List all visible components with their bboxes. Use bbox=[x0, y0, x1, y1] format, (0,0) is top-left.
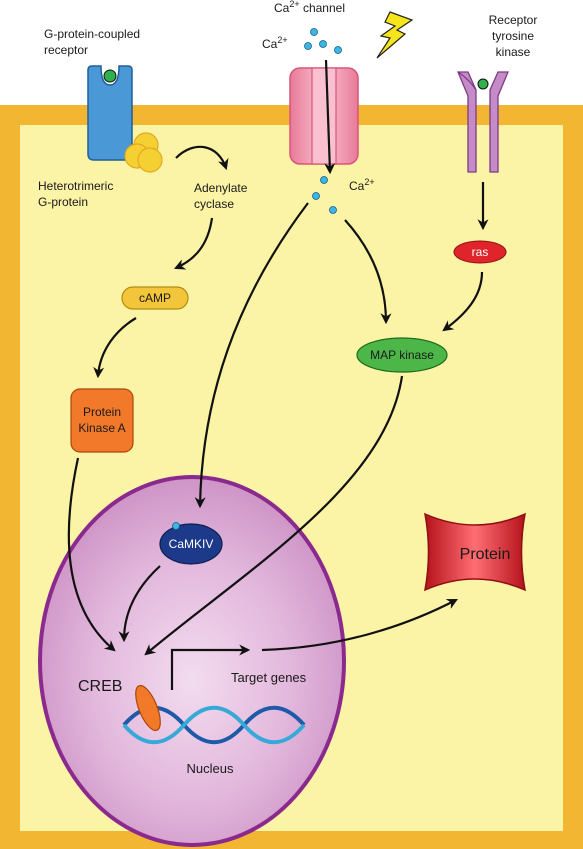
arrow-genes-to-protein bbox=[261, 598, 458, 652]
ras-node: ras bbox=[453, 240, 507, 264]
receptor-tyrosine-kinase bbox=[457, 71, 509, 173]
arrow-transcription-start bbox=[170, 644, 251, 690]
g-protein-label-line1: Heterotrimeric bbox=[38, 179, 113, 193]
arrow-pka-to-creb bbox=[67, 457, 116, 652]
arrow-camp-to-pka bbox=[93, 317, 137, 379]
arrow-ras-to-map-kinase bbox=[442, 271, 484, 332]
arrow-map-kinase-to-creb bbox=[144, 375, 404, 656]
pka-label-line2: Kinase A bbox=[78, 421, 125, 435]
nucleus bbox=[38, 475, 346, 847]
map-kinase-node: MAP kinase bbox=[356, 337, 448, 373]
protein-label: Protein bbox=[460, 546, 511, 563]
ca-ions-inside bbox=[312, 176, 337, 214]
gpcr-label-line2: receptor bbox=[44, 43, 88, 57]
ca-channel bbox=[289, 67, 359, 165]
arrow-camkiv-to-creb bbox=[118, 565, 161, 643]
gpcr-receptor bbox=[87, 65, 133, 161]
creb-label: CREB bbox=[78, 678, 122, 695]
heterotrimeric-g-protein bbox=[124, 132, 163, 173]
ras-label: ras bbox=[472, 245, 489, 259]
target-genes-label: Target genes bbox=[231, 670, 307, 685]
rtk-label-line3: kinase bbox=[496, 45, 531, 59]
ligand-dot bbox=[103, 69, 117, 83]
lightning-icon bbox=[376, 11, 414, 59]
rtk-label-line2: tyrosine bbox=[492, 29, 534, 43]
nucleus-label: Nucleus bbox=[187, 761, 234, 776]
map-kinase-label: MAP kinase bbox=[370, 348, 434, 362]
ca-inside-label: Ca2+ bbox=[349, 177, 375, 193]
camp-node: cAMP bbox=[121, 286, 189, 310]
creb-protein bbox=[135, 684, 161, 732]
camkiv-node: CaMKIV bbox=[159, 522, 223, 565]
adenylate-label-line2: cyclase bbox=[194, 197, 234, 211]
ca-ions-outside bbox=[304, 28, 342, 54]
arrow-ca-to-camkiv bbox=[194, 202, 309, 509]
gpcr-label-line1: G-protein-coupled bbox=[44, 27, 140, 41]
rtk-label-line1: Receptor bbox=[489, 13, 538, 27]
arrow-adenylate-to-camp bbox=[173, 217, 214, 270]
arrow-channel-to-ca-inside bbox=[324, 59, 336, 175]
pathway-arrows bbox=[67, 59, 489, 690]
protein-node: Protein bbox=[424, 512, 526, 592]
adenylate-label-line1: Adenylate bbox=[194, 181, 248, 195]
ca-outside-label: Ca2+ bbox=[262, 35, 288, 51]
camkiv-label: CaMKIV bbox=[169, 537, 214, 551]
pka-label-line1: Protein bbox=[83, 405, 121, 419]
arrow-ca-to-map-kinase bbox=[344, 219, 392, 325]
ca-channel-label: Ca2+ channel bbox=[274, 0, 345, 15]
arrow-gprotein-to-adenylate bbox=[175, 145, 229, 171]
g-protein-label-line2: G-protein bbox=[38, 195, 88, 209]
protein-kinase-a-node: Protein Kinase A bbox=[70, 388, 134, 453]
camp-label: cAMP bbox=[139, 291, 171, 305]
